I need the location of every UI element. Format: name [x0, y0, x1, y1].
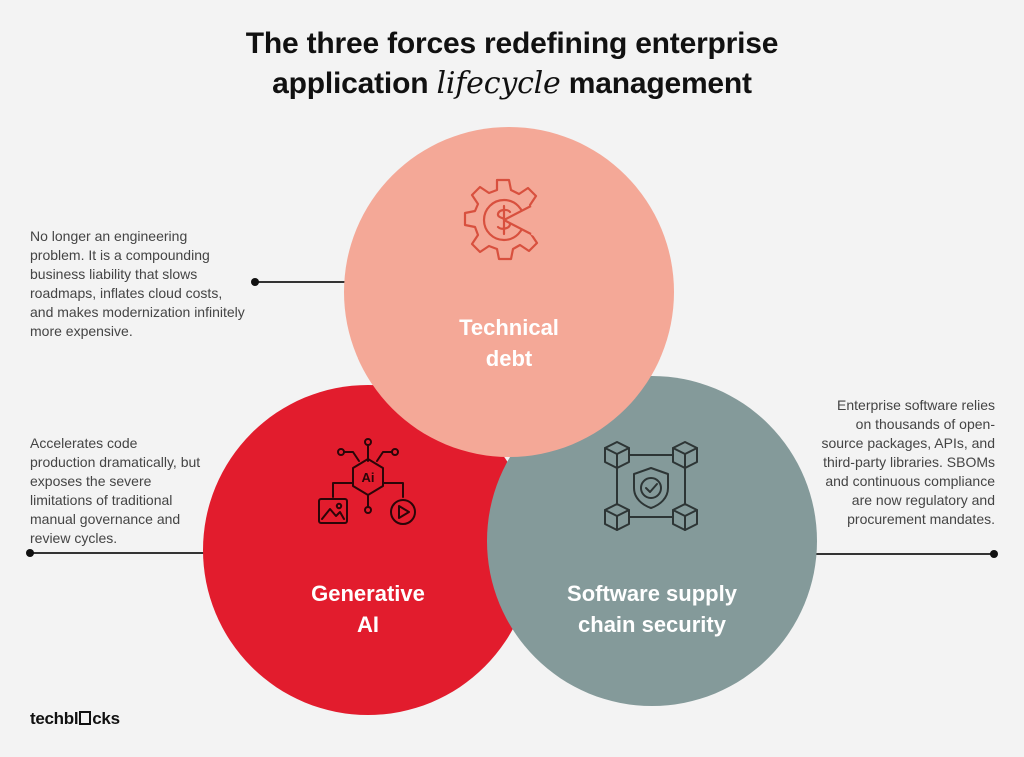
title-part: application: [272, 67, 437, 100]
gear-dollar-icon: [463, 178, 545, 261]
connector-dot-generative-ai: [26, 549, 34, 557]
shield-network-icon: [604, 441, 698, 531]
label-line: Generative: [311, 581, 425, 606]
connector-line-technical-debt: [255, 281, 355, 283]
label-technical-debt: Technical debt: [409, 312, 609, 374]
label-line: Software supply: [567, 581, 737, 606]
logo-part: cks: [92, 709, 120, 728]
description-software-supply-chain: Enterprise software relies on thousands …: [821, 397, 995, 527]
label-software-supply-chain: Software supply chain security: [532, 578, 772, 640]
label-line: chain security: [578, 612, 726, 637]
connector-dot-supply-chain: [990, 550, 998, 558]
description-generative-ai: Accelerates code production dramatically…: [30, 435, 201, 546]
label-generative-ai: Generative AI: [268, 578, 468, 640]
ai-icon-text: Ai: [362, 470, 375, 485]
logo-part: techbl: [30, 709, 79, 728]
logo-o-box: [79, 711, 92, 725]
connector-dot-technical-debt: [251, 278, 259, 286]
title-part: management: [560, 67, 752, 100]
connector-line-generative-ai: [30, 552, 220, 554]
page-title: The three forces redefining enterprise a…: [0, 24, 1024, 104]
ai-network-icon: Ai: [318, 438, 416, 525]
connector-line-supply-chain: [800, 553, 994, 555]
title-italic-word: lifecycle: [436, 66, 561, 101]
label-line: Technical: [459, 315, 559, 340]
label-line: debt: [485, 346, 533, 371]
techblocks-logo: techbl cks: [30, 709, 120, 729]
title-line-2: application lifecycle management: [0, 64, 1024, 104]
description-technical-debt: No longer an engineering problem. It is …: [30, 228, 245, 339]
label-line: AI: [357, 612, 379, 637]
title-line-1: The three forces redefining enterprise: [245, 27, 779, 60]
